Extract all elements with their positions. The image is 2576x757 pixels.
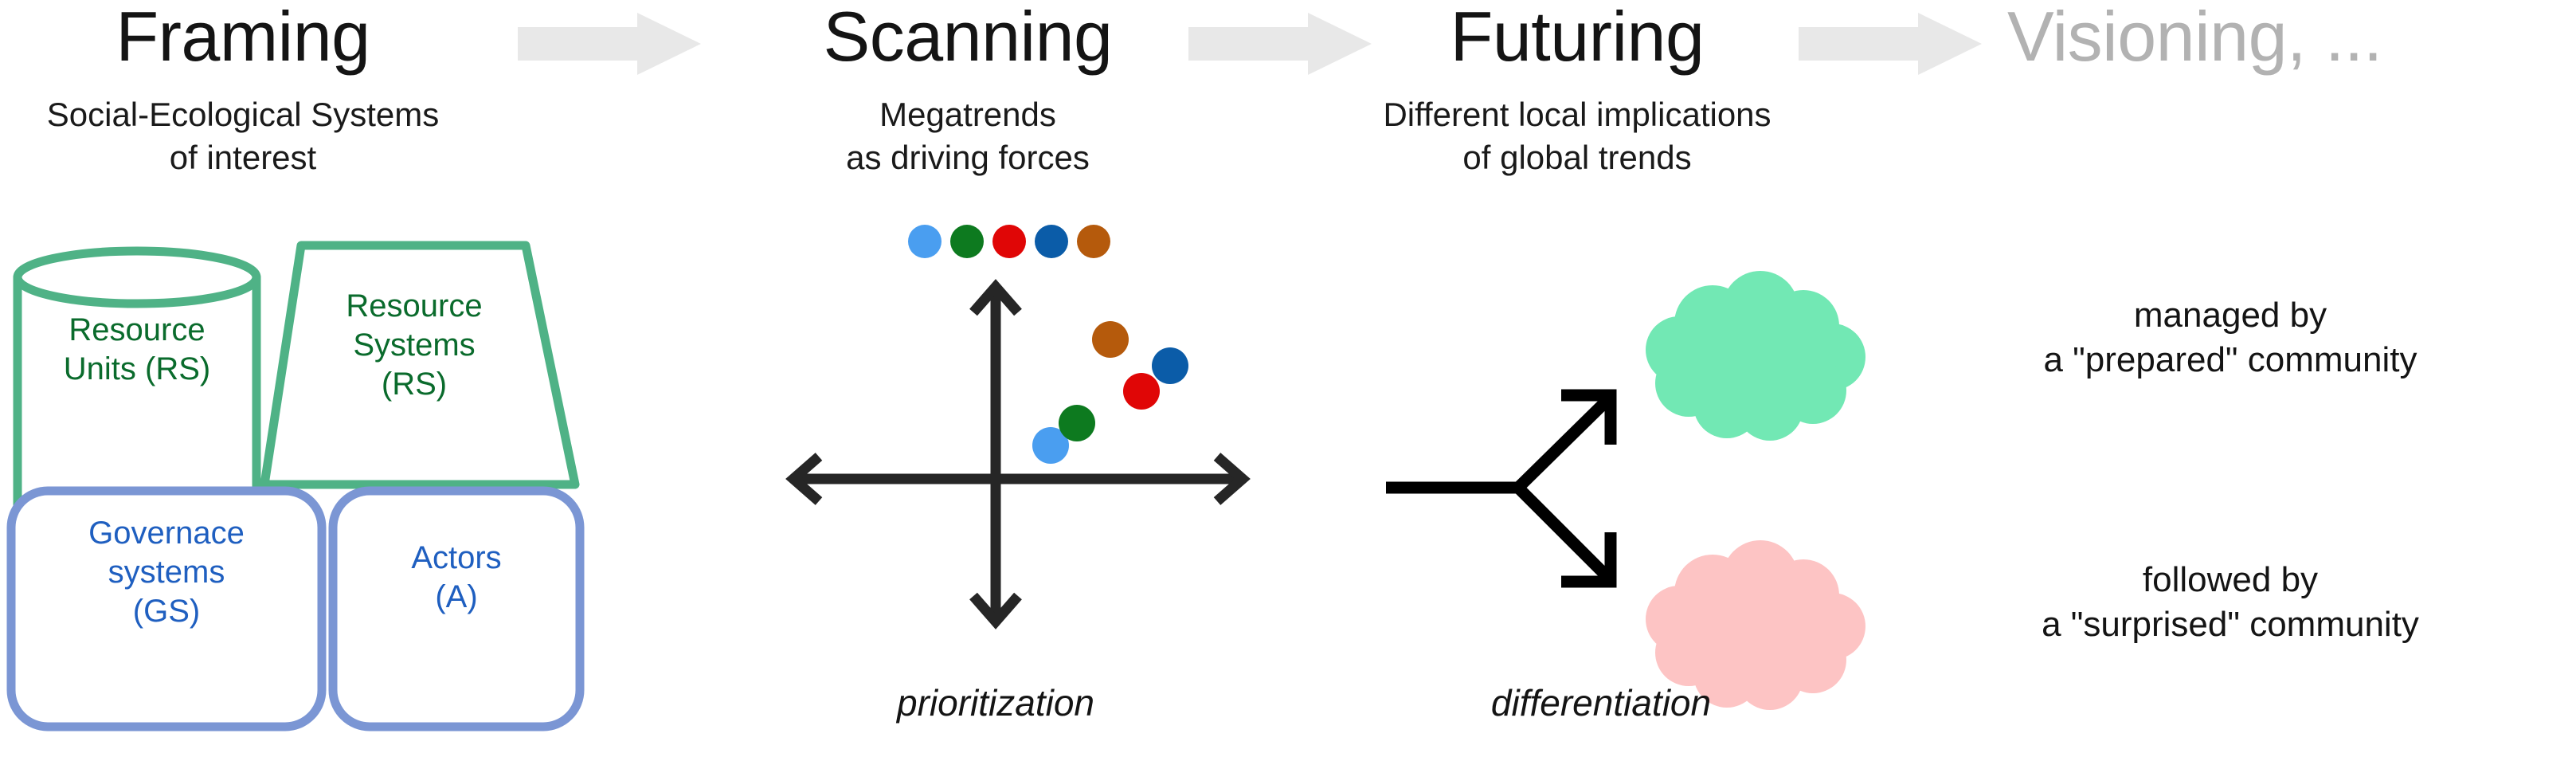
ses-framework-group: [0, 231, 589, 733]
scatter-point-megatrend-4: [1152, 347, 1188, 384]
phase-subtitle-framing-line1: Social-Ecological Systems: [46, 96, 440, 133]
phase-subtitle-futuring-line2: of global trends: [1462, 139, 1692, 176]
flow-arrow-2: [1188, 13, 1372, 75]
cloud-prepared: [1641, 271, 1880, 441]
phase-subtitle-framing-line2: of interest: [169, 139, 317, 176]
cloud-caption-surprised: followed by a "surprised" community: [1896, 558, 2565, 648]
scatter-point-megatrend-5: [1092, 321, 1129, 358]
scatter-point-megatrend-3: [1123, 373, 1160, 410]
futuring-axis-label: differentiation: [1490, 682, 1712, 724]
flow-arrow-1: [518, 13, 701, 75]
phase-title-framing: Framing: [115, 0, 370, 76]
scatter-axes: [765, 263, 1282, 661]
scatter-point-megatrend-2: [1059, 405, 1095, 441]
cloud-caption-prepared-line1: managed by: [2133, 296, 2327, 335]
cloud-caption-prepared: managed by a "prepared" community: [1896, 293, 2565, 383]
phase-subtitle-futuring-line1: Different local implications: [1383, 96, 1771, 133]
phase-title-futuring: Futuring: [1450, 0, 1705, 76]
phase-title-visioning: Visioning, ...: [2007, 0, 2382, 76]
ses-shape-actors: [328, 486, 585, 732]
cloud-surprised: [1641, 540, 1880, 710]
cloud-caption-surprised-line2: a "surprised" community: [2042, 605, 2419, 645]
flow-arrow-3: [1799, 13, 1982, 75]
cloud-caption-prepared-line2: a "prepared" community: [2043, 340, 2417, 380]
futuring-branch-arrows: [1378, 311, 1681, 645]
legend-dot-megatrend-2: [950, 225, 984, 258]
cloud-caption-surprised-line1: followed by: [2142, 560, 2319, 599]
ses-shape-governance-systems: [6, 486, 327, 732]
legend-dot-megatrend-5: [1077, 225, 1110, 258]
scatter-legend: [908, 225, 1131, 261]
legend-dot-megatrend-3: [992, 225, 1026, 258]
phase-subtitle-scanning-line1: Megatrends: [879, 96, 1056, 133]
scatter-points: [765, 263, 1282, 661]
legend-dot-megatrend-4: [1035, 225, 1068, 258]
scatter-y-axis-label: prioritization: [897, 682, 1094, 724]
phase-title-scanning: Scanning: [823, 0, 1113, 76]
phase-subtitle-scanning-line2: as driving forces: [846, 139, 1090, 176]
legend-dot-megatrend-1: [908, 225, 942, 258]
ses-shape-resource-systems: [260, 241, 580, 489]
